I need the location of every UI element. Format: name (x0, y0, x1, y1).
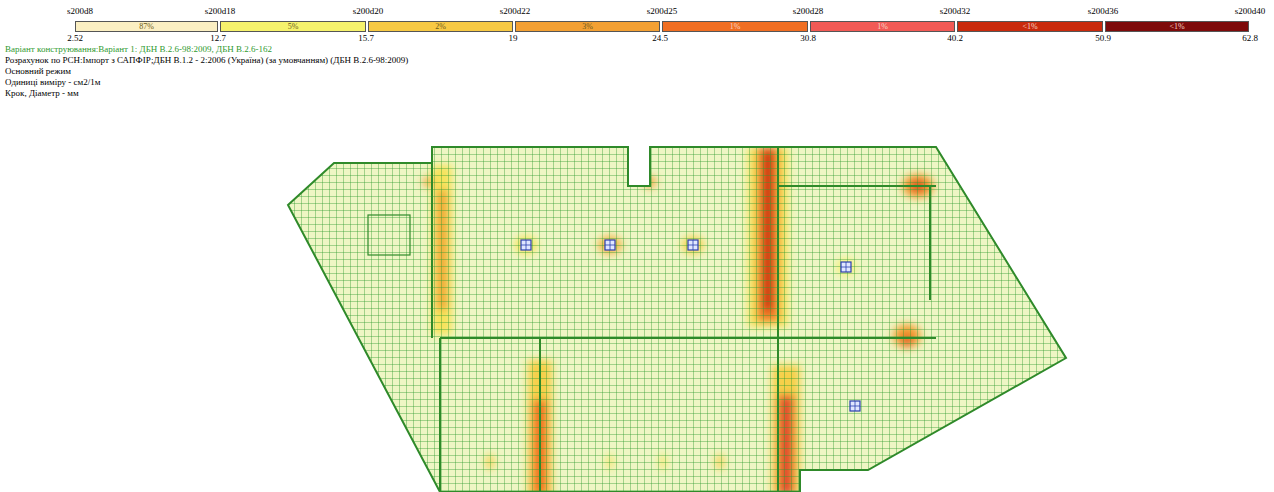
legend-swatch: 5% (220, 21, 366, 32)
scale-value: 2.52 (67, 33, 83, 43)
legend-swatch: <1% (957, 21, 1103, 32)
legend-percent: 1% (877, 22, 888, 31)
bar-size-label: s200d36 (1088, 6, 1119, 16)
legend-percent: 3% (582, 22, 593, 31)
legend-swatch: 2% (368, 21, 513, 32)
legend-swatch: 3% (515, 21, 660, 32)
legend-swatch: 1% (662, 21, 808, 32)
legend-percent: 5% (288, 22, 299, 31)
legend-swatch: <1% (1105, 21, 1249, 32)
scale-value: 50.9 (1095, 33, 1111, 43)
legend-percent: 1% (730, 22, 741, 31)
bar-size-label: s200d18 (205, 6, 236, 16)
info-line: Основний режим (5, 66, 71, 76)
scale-value: 40.2 (947, 33, 963, 43)
bar-size-label: s200d25 (647, 6, 678, 16)
scale-value: 12.7 (210, 33, 226, 43)
bar-size-label: s200d20 (353, 6, 384, 16)
info-line: Розрахунок по РСН:Імпорт з САПФІР;ДБН В.… (5, 55, 408, 65)
bar-size-label: s200d40 (1235, 6, 1266, 16)
scale-value: 24.5 (652, 33, 668, 43)
legend-percent: <1% (1169, 22, 1184, 31)
legend-swatch: 1% (810, 21, 955, 32)
info-line: Крок, Діаметр - мм (5, 88, 79, 98)
bar-size-label: s200d8 (67, 6, 93, 16)
scale-value: 15.7 (358, 33, 374, 43)
bar-size-label: s200d22 (500, 6, 531, 16)
bar-size-label: s200d28 (793, 6, 824, 16)
legend-percent: 87% (139, 22, 154, 31)
legend-percent: 2% (435, 22, 446, 31)
scale-value: 30.8 (800, 33, 816, 43)
legend-swatch: 87% (75, 21, 218, 32)
scale-value: 19 (509, 33, 518, 43)
info-line: Одиниці виміру - см2/1м (5, 77, 101, 87)
legend-percent: <1% (1022, 22, 1037, 31)
info-line: Варіант конструювання:Варіант 1: ДБН В.2… (5, 44, 272, 54)
bar-size-label: s200d32 (940, 6, 971, 16)
scale-value: 62.8 (1242, 33, 1258, 43)
